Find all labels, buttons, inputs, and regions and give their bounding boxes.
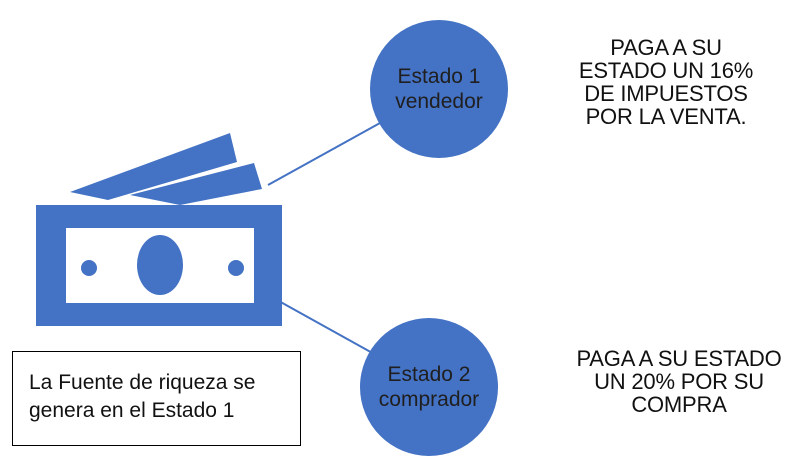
state-2-note-line: UN 20% POR SU — [594, 369, 764, 394]
state-2-note-line: COMPRA — [631, 392, 727, 417]
state-2-label: Estado 2 comprador — [359, 362, 499, 412]
state-2-title: Estado 2 — [387, 363, 471, 386]
state-2-circle — [360, 318, 498, 456]
connector-line-state-2 — [267, 294, 377, 356]
state-1-note-line: PAGA A SU — [610, 35, 722, 60]
wealth-source-box: La Fuente de riqueza se genera en el Est… — [12, 351, 301, 446]
connector-line-state-1 — [267, 122, 381, 186]
state-1-circle — [370, 20, 508, 158]
back-bill-top-icon — [70, 133, 237, 200]
bill-left-dot-icon — [81, 260, 97, 276]
state-2-role: comprador — [378, 388, 480, 411]
wealth-source-line-2: genera en el Estado 1 — [29, 399, 235, 422]
wealth-source-line-1: La Fuente de riqueza se — [29, 371, 256, 394]
front-bill-icon — [36, 205, 282, 326]
state-1-title: Estado 1 — [397, 65, 481, 88]
state-1-role: vendedor — [395, 90, 483, 113]
bill-right-dot-icon — [228, 260, 244, 276]
state-2-note-line: PAGA A SU ESTADO — [576, 346, 782, 371]
state-1-note: PAGA A SU ESTADO UN 16% DE IMPUESTOS POR… — [566, 36, 766, 128]
state-1-note-line: ESTADO UN 16% — [578, 58, 754, 83]
money-bills-icon — [36, 133, 282, 326]
state-1-note-line: POR LA VENTA. — [585, 104, 747, 129]
state-1-note-line: DE IMPUESTOS — [584, 81, 748, 106]
wealth-source-text: La Fuente de riqueza se genera en el Est… — [29, 369, 256, 425]
state-1-label: Estado 1 vendedor — [369, 64, 509, 114]
back-bill-middle-icon — [130, 163, 262, 205]
bill-center-oval-icon — [137, 235, 183, 295]
state-2-note: PAGA A SU ESTADO UN 20% POR SU COMPRA — [566, 347, 792, 416]
